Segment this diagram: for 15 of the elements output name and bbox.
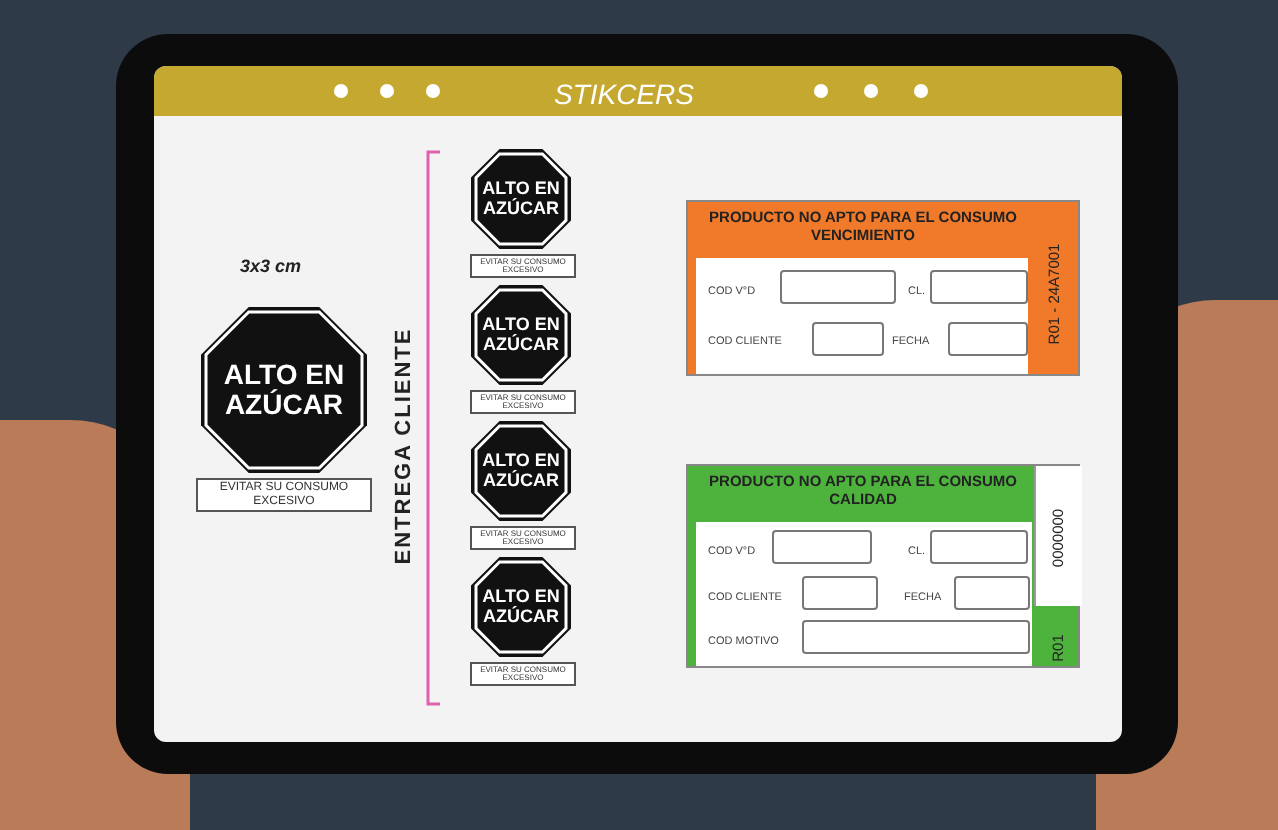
- warning-text: ALTO EN AZÚCAR: [481, 179, 561, 219]
- stop-octagon: [470, 148, 572, 250]
- quality-sticker-card: [686, 464, 1080, 668]
- dimension-label: 3x3 cm: [240, 254, 302, 280]
- stop-octagon: [470, 284, 572, 386]
- title: STIKCERS: [551, 76, 696, 114]
- expiry-sticker-card: [686, 200, 1080, 376]
- stop-octagon: [200, 306, 368, 474]
- stop-octagon: [470, 556, 572, 658]
- warning-text: ALTO EN AZÚCAR: [481, 587, 561, 627]
- warning-text: ALTO EN AZÚCAR: [222, 359, 346, 421]
- stop-octagon: [470, 420, 572, 522]
- vertical-label: ENTREGA CLIENTE: [389, 327, 418, 565]
- warning-text: ALTO EN AZÚCAR: [481, 315, 561, 355]
- warning-text: ALTO EN AZÚCAR: [481, 451, 561, 491]
